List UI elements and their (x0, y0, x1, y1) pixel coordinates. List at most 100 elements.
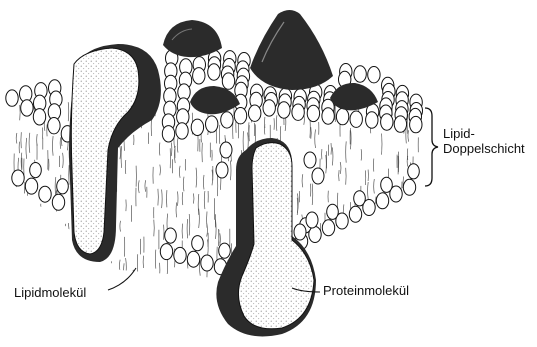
lipid-head (354, 66, 366, 82)
fatty-acid-tail (346, 141, 347, 162)
fatty-acid-tail (16, 133, 17, 144)
lipid-head (322, 108, 334, 124)
fatty-acid-tail (230, 161, 231, 181)
fatty-acid-tail (26, 138, 27, 159)
fatty-acid-tail (340, 162, 341, 174)
lipid-head (12, 170, 24, 186)
fatty-acid-tail (177, 138, 178, 153)
fatty-acid-tail (68, 223, 69, 240)
lipid-bilayer-label-line2: Doppelschicht (443, 141, 525, 156)
fatty-acid-tail (203, 175, 204, 190)
fatty-acid-tail (374, 179, 375, 193)
lipid-head (192, 236, 204, 251)
lipid-head (216, 162, 228, 178)
fatty-acid-tail (326, 155, 327, 174)
fatty-acid-tail (204, 191, 205, 209)
lipid-head (376, 193, 388, 209)
lipid-head (193, 68, 205, 84)
fatty-acid-tail (90, 264, 91, 277)
fatty-acid-tail (199, 209, 200, 228)
peripheral-protein-top-left (163, 20, 222, 57)
lipid-head (354, 191, 366, 206)
lipid-head (249, 105, 261, 121)
fatty-acid-tail (145, 180, 146, 192)
fatty-acid-tail (151, 118, 152, 136)
fatty-acid-tail (124, 263, 125, 278)
lipid-head (234, 108, 246, 124)
lipid-head (219, 243, 231, 258)
fatty-acid-tail (126, 258, 127, 276)
fatty-acid-tail (31, 234, 32, 256)
integral-protein-left (69, 44, 161, 262)
fatty-acid-tail (369, 236, 370, 250)
lipid-molecule-label: Lipidmolekül (14, 285, 86, 300)
bilayer-bracket (425, 108, 438, 186)
lipid-head (306, 212, 318, 228)
fatty-acid-tail (27, 191, 28, 208)
fatty-acid-tail (362, 237, 363, 248)
lipid-head (220, 142, 232, 158)
fatty-acid-tail (361, 149, 362, 160)
lipid-head (174, 247, 186, 263)
lipid-head (6, 90, 18, 106)
lipid-head (191, 119, 203, 135)
fatty-acid-tail (187, 219, 188, 238)
lipid-head (165, 228, 177, 243)
lipid-head (322, 220, 334, 236)
lipid-head (206, 116, 218, 132)
fatty-acid-tail (182, 192, 183, 205)
fatty-acid-tail (179, 166, 180, 178)
lipid-head (381, 114, 393, 130)
fatty-acid-tail (276, 115, 277, 131)
lipid-bilayer-label-line1: Lipid- (443, 126, 525, 141)
fatty-acid-tail (406, 252, 407, 265)
fatty-acid-tail (159, 143, 160, 156)
fatty-acid-tail (37, 134, 38, 146)
peripheral-protein-mid (190, 86, 240, 114)
fatty-acid-tail (171, 142, 172, 156)
fatty-acid-tail (407, 156, 408, 167)
lipid-head (25, 178, 37, 194)
lipid-head (349, 206, 361, 222)
lipid-bilayer-label: Lipid- Doppelschicht (443, 126, 525, 156)
lipid-head (48, 118, 60, 134)
lipid-head (162, 126, 174, 142)
fatty-acid-tail (302, 174, 303, 187)
fatty-acid-tail (315, 129, 316, 148)
lipid-head (263, 100, 275, 116)
lipid-head (187, 251, 199, 267)
fatty-acid-tail (373, 261, 374, 276)
fatty-acid-tail (44, 231, 45, 249)
lipid-head (33, 109, 45, 125)
lipid-head (394, 116, 406, 132)
lipid-molecule-leader (108, 268, 136, 290)
fatty-acid-tail (220, 233, 221, 245)
fatty-acid-tail (63, 153, 64, 168)
fatty-acid-tail (138, 180, 139, 193)
fatty-acid-tail (65, 257, 66, 276)
lipid-head (278, 102, 290, 118)
fatty-acid-tail (196, 168, 197, 188)
fatty-acid-tail (407, 245, 408, 255)
lipid-head (408, 164, 420, 179)
lipid-head (327, 204, 339, 219)
lipid-head (201, 255, 213, 271)
fatty-acid-tail (189, 214, 190, 236)
lipid-head (21, 100, 33, 116)
lipid-head (350, 111, 362, 127)
fatty-acid-tail (162, 190, 163, 209)
fatty-acid-tail (13, 183, 14, 199)
lipid-head (307, 105, 319, 121)
fatty-acid-tail (41, 206, 42, 219)
lipid-head (30, 163, 42, 178)
lipid-head (294, 224, 306, 240)
lipid-head (304, 152, 316, 168)
fatty-acid-tail (68, 102, 69, 121)
lipid-head (57, 179, 69, 194)
fatty-acid-tail (53, 136, 54, 156)
lipid-head (410, 116, 422, 132)
fatty-acid-tail (120, 221, 121, 232)
fatty-acid-tail (160, 165, 161, 176)
lipid-head (368, 67, 380, 83)
fatty-acid-tail (183, 177, 184, 192)
